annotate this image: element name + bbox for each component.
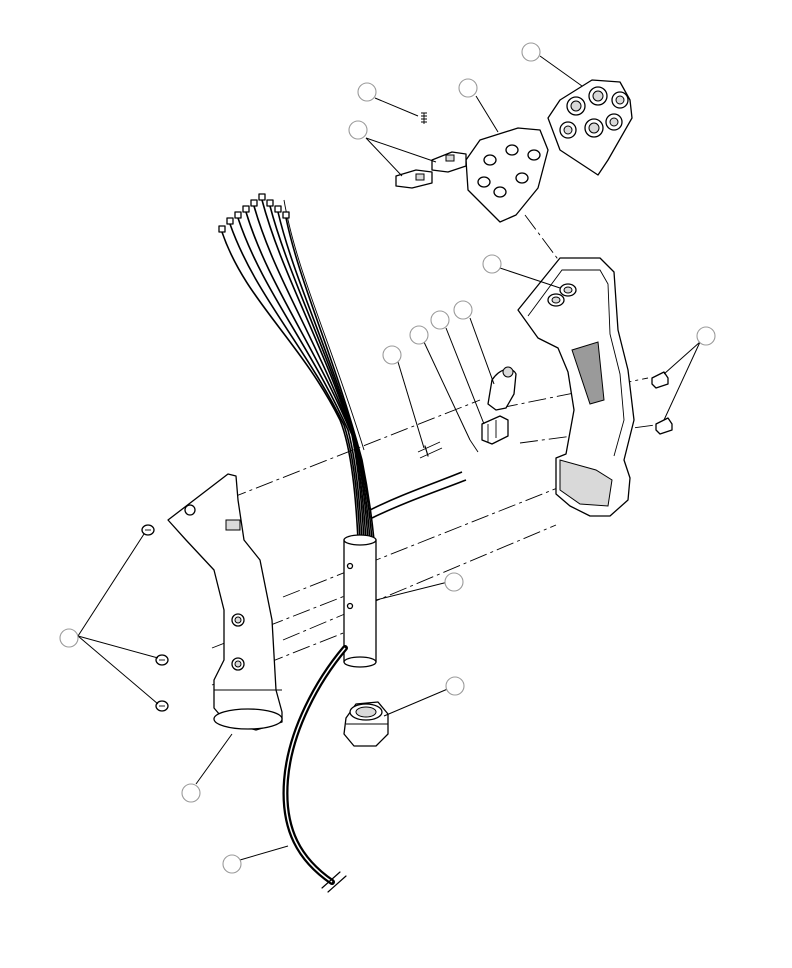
top-plate — [465, 127, 549, 223]
callout-bubbles — [59, 42, 716, 874]
callout-small-clips — [348, 120, 368, 140]
screw-left-3 — [155, 700, 169, 712]
callout-cable — [222, 854, 242, 874]
tube — [343, 534, 377, 668]
callout-top-right-cap — [521, 42, 541, 62]
callout-screws-left — [445, 676, 465, 696]
callout-pin — [409, 325, 429, 345]
wire-terminals — [218, 193, 290, 233]
callout-right-handle — [482, 254, 502, 274]
callout-left-handle — [59, 628, 79, 648]
callout-nut — [444, 572, 464, 592]
callout-top-screw — [357, 82, 377, 102]
left-screws — [141, 524, 169, 712]
leader-lines — [77, 55, 701, 861]
screw-left-1 — [141, 524, 155, 536]
top-screw — [421, 112, 427, 124]
handle-bosses — [547, 283, 577, 307]
cap-buttons — [559, 86, 629, 139]
callout-switch-bracket — [430, 310, 450, 330]
wire-bundle — [218, 193, 467, 541]
callout-pawl — [453, 300, 473, 320]
small-screws-right — [651, 371, 673, 435]
callout-small-screws-right — [382, 345, 402, 365]
small-clips — [395, 151, 467, 189]
right-handle-half — [517, 257, 635, 517]
main-cable — [282, 645, 348, 893]
switch-parts — [417, 366, 517, 459]
button-cap-assembly — [547, 79, 633, 176]
hex-nut — [343, 701, 389, 747]
left-handle-half — [167, 473, 283, 731]
screw-left-2 — [155, 654, 169, 666]
callout-cable-left — [181, 783, 201, 803]
callout-top-plate — [458, 78, 478, 98]
callout-tube — [696, 326, 716, 346]
